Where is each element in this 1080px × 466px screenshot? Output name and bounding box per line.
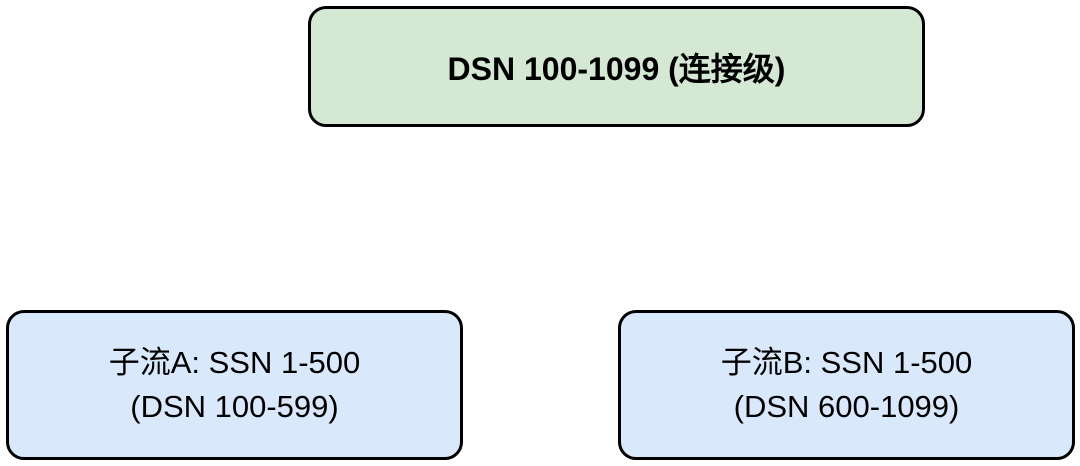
node-substream-b-label-line2: (DSN 600-1099) — [733, 389, 960, 424]
node-substream-a: 子流A: SSN 1-500 (DSN 100-599) — [6, 310, 463, 460]
node-substream-a-label-line2: (DSN 100-599) — [130, 389, 339, 424]
node-connection-level: DSN 100-1099 (连接级) — [308, 6, 925, 127]
node-substream-a-label-line1: 子流A: SSN 1-500 — [108, 344, 361, 380]
node-substream-b-label-line1: 子流B: SSN 1-500 — [720, 344, 973, 380]
node-substream-b: 子流B: SSN 1-500 (DSN 600-1099) — [618, 310, 1075, 460]
node-connection-level-label: DSN 100-1099 (连接级) — [447, 50, 786, 87]
